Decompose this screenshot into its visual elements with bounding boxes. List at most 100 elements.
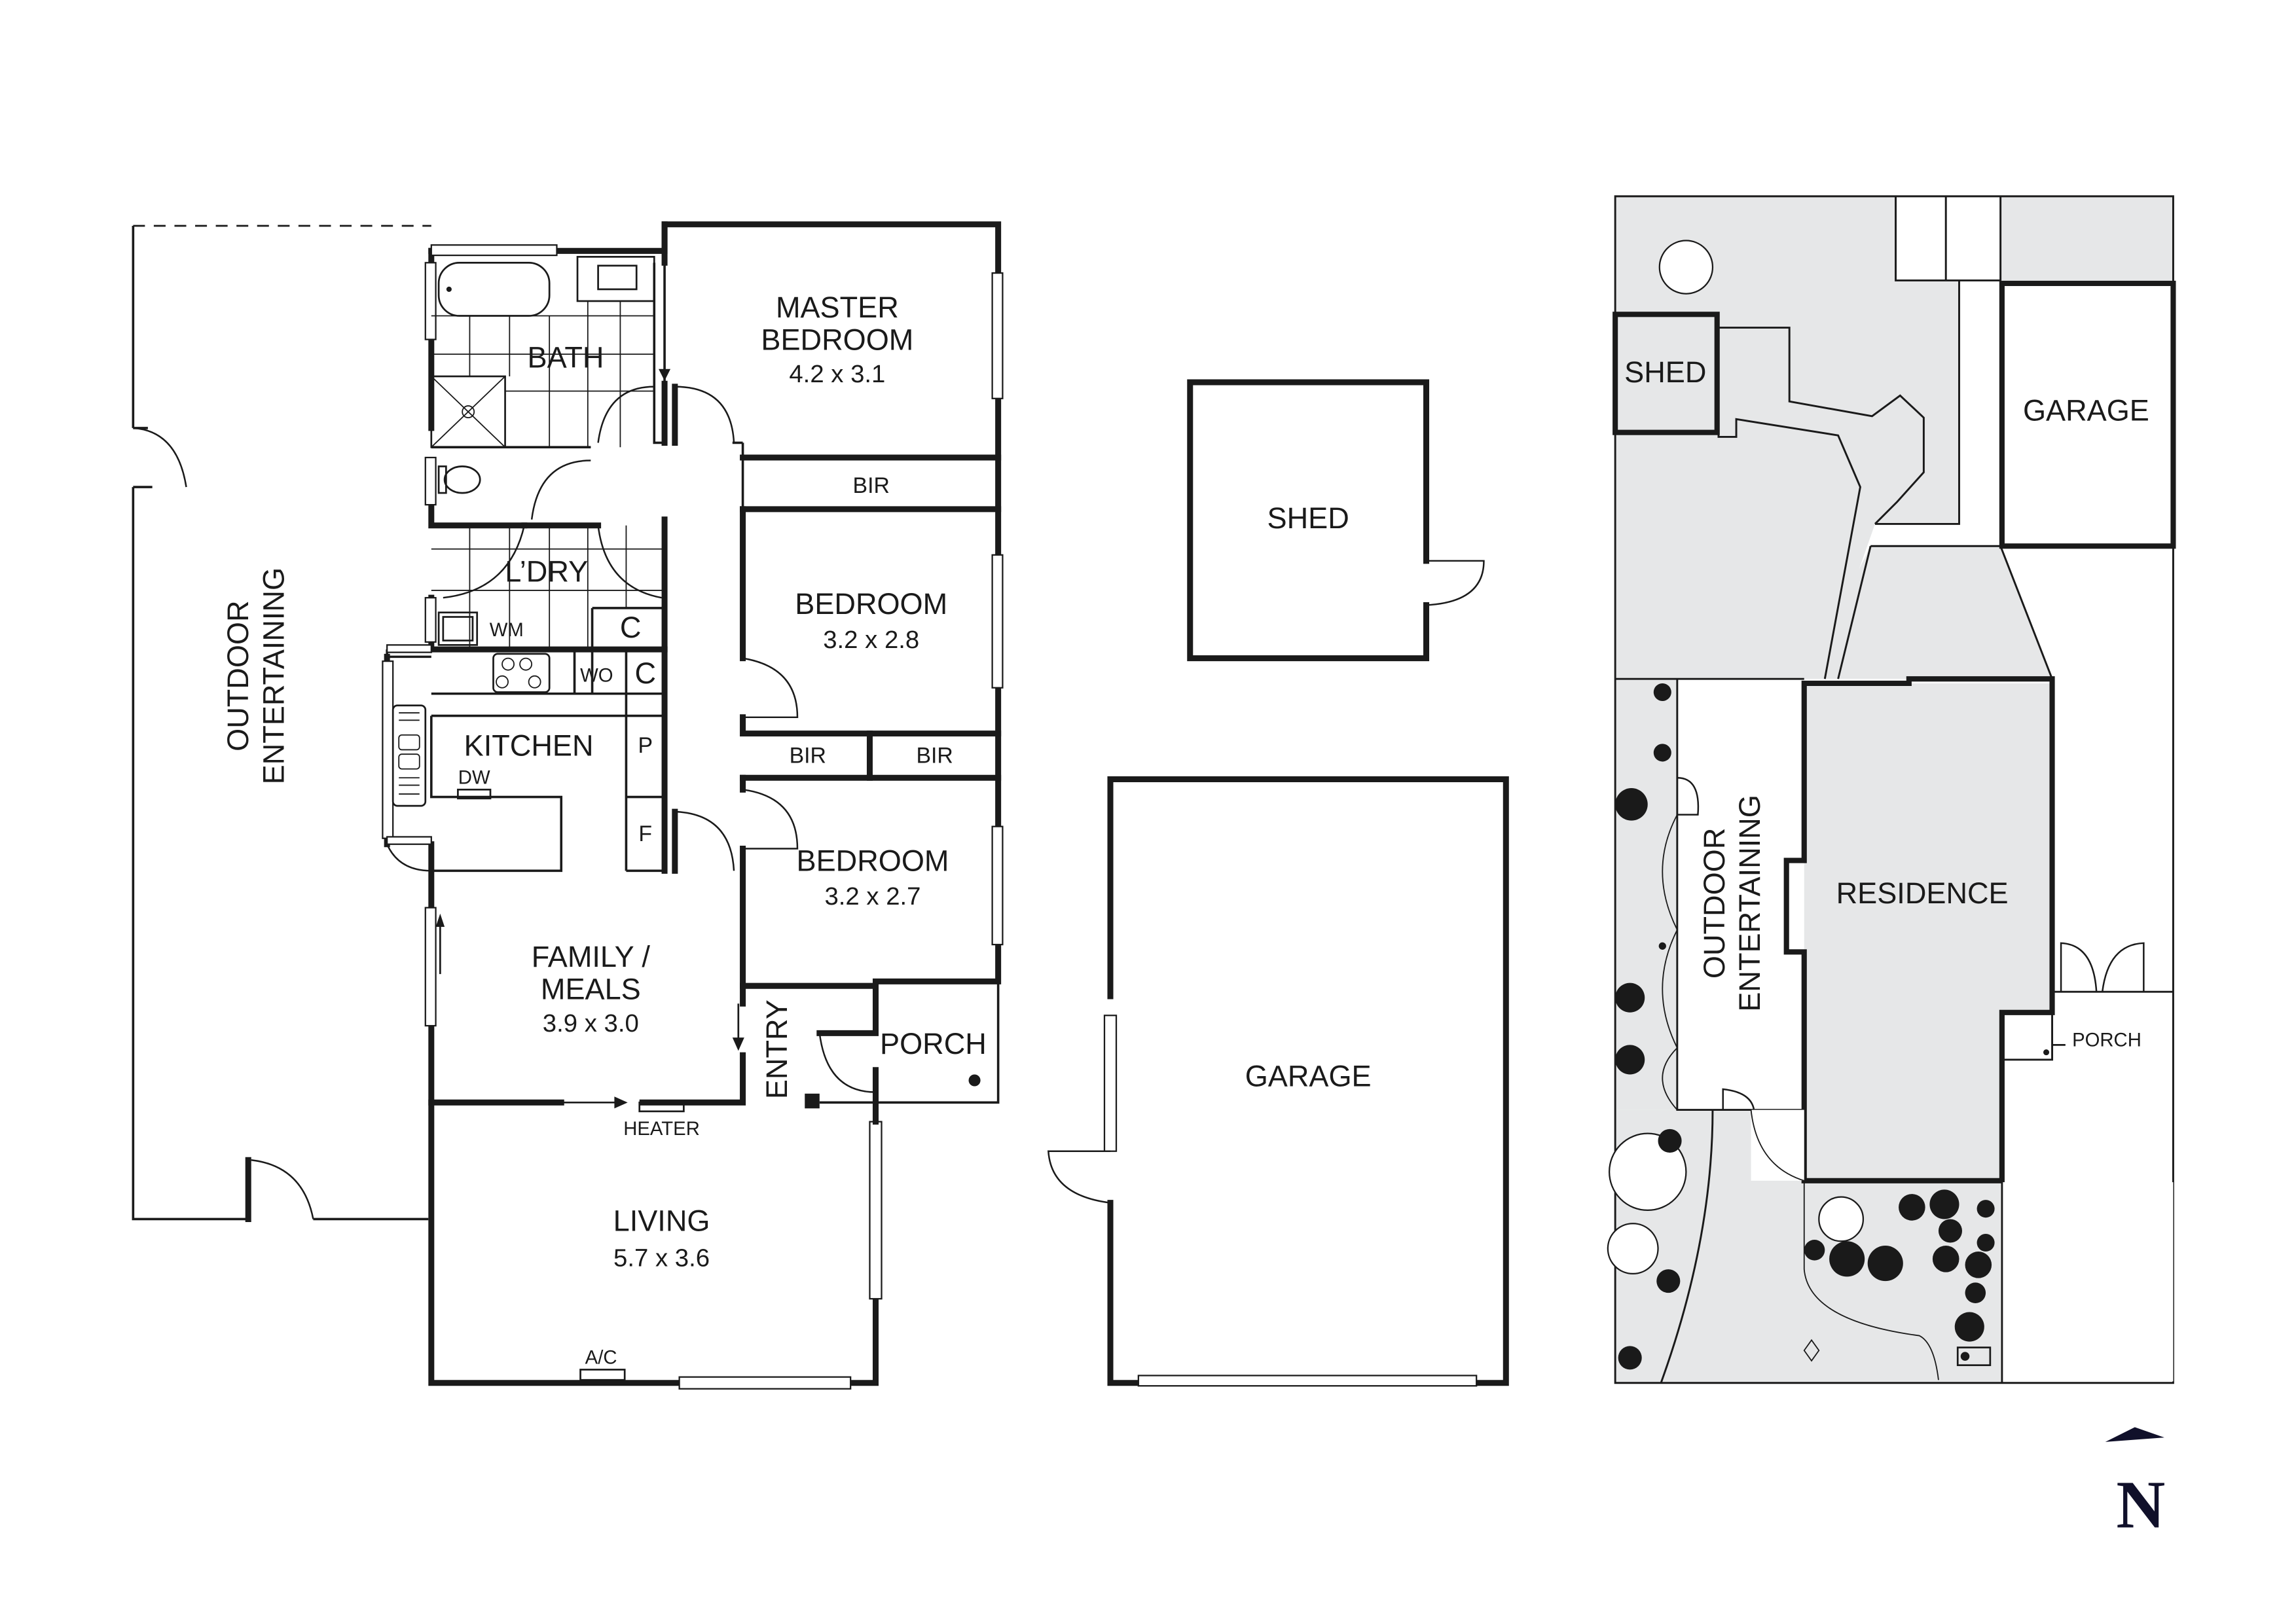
bedroom-3-label: BEDROOM [797, 844, 949, 877]
window-wc [424, 456, 437, 506]
site-shed-label: SHED [1624, 355, 1706, 389]
shrub-icon [1932, 1246, 1959, 1272]
master-bedroom: MASTER BEDROOM 4.2 x 3.1 BIR [761, 291, 913, 498]
heater-label: HEATER [623, 1118, 700, 1140]
bath-fixtures: BATH [430, 255, 735, 650]
kitchen-sink [392, 704, 427, 807]
site-residence-label: RESIDENCE [1836, 876, 2009, 910]
bath-label: BATH [528, 340, 604, 374]
window-bedroom3 [991, 825, 1004, 946]
wm-label: WM [490, 619, 524, 641]
bedroom-3: BEDROOM 3.2 x 2.7 [742, 789, 949, 910]
outdoor-entertaining-label-2: ENTERTAINING [257, 568, 290, 784]
garage-plan: GARAGE [1047, 776, 1509, 1387]
shrub-icon [1653, 683, 1671, 702]
kitchen-label: KITCHEN [464, 729, 594, 762]
site-shed [1613, 312, 1720, 435]
master-bedroom-label-1: MASTER [776, 291, 899, 324]
fridge-label: F [638, 821, 652, 846]
shrub-icon [1829, 1241, 1865, 1277]
outdoor-entertaining-area: OUTDOOR ENTERTAINING [132, 225, 431, 1222]
toilet [443, 465, 481, 494]
ac-label: A/C [585, 1346, 617, 1368]
built-in-robes: BIR BIR [790, 744, 953, 768]
laundry-label: L’DRY [505, 554, 588, 588]
laundry-cupboard-label: C [620, 611, 642, 644]
window-kitchen-top [386, 644, 432, 653]
cooktop [492, 653, 551, 693]
tree-icon [1607, 1223, 1659, 1274]
site-outdoor-label-2: ENTERTAINING [1733, 795, 1766, 1011]
interior-walls [428, 221, 1002, 1125]
shrub-icon [1965, 1282, 1986, 1303]
site-plan: SHED GARAGE OUTDOOR ENTERTAINING RESIDEN… [1607, 195, 2176, 1384]
porch-light [968, 1074, 981, 1087]
shrub-icon [1938, 1219, 1963, 1243]
windows [382, 244, 1004, 1390]
window-kitchen [382, 660, 394, 839]
master-bir-label: BIR [853, 473, 890, 498]
kitchen: WO C KITCHEN DW P F [386, 653, 735, 872]
dishwasher [457, 788, 492, 800]
window-bath-west [424, 262, 437, 340]
window-family [424, 907, 437, 1027]
shrub-icon [1899, 1194, 1925, 1221]
shrub-icon [1653, 744, 1671, 762]
trees [1607, 240, 1995, 1370]
tree-icon [1818, 1196, 1865, 1242]
shrub-icon [1618, 1346, 1642, 1370]
shrub-icon [1977, 1233, 1995, 1252]
tree-icon [1658, 240, 1714, 295]
shrub-icon [1658, 1128, 1682, 1153]
family-dims: 3.9 x 3.0 [543, 1009, 639, 1037]
entry-label: ENTRY [760, 1000, 793, 1099]
garage-window [1103, 1015, 1118, 1152]
wall-oven-label: WO [580, 665, 613, 687]
north-arrow: N [2105, 1427, 2165, 1543]
site-outdoor-label-1: OUTDOOR [1698, 828, 1731, 979]
entry-porch: ENTRY PORCH [760, 1000, 987, 1099]
window-living-east [869, 1121, 883, 1300]
garage-roller-door [1137, 1375, 1478, 1387]
shrub-icon [1656, 1269, 1681, 1293]
washing-machine [437, 611, 479, 646]
bedroom-3-dims: 3.2 x 2.7 [824, 882, 920, 910]
north-label: N [2116, 1468, 2165, 1543]
shrub-icon [1615, 1045, 1645, 1075]
window-laundry [424, 597, 437, 643]
shrub-icon [1977, 1200, 1995, 1218]
vanity [576, 255, 655, 302]
tree-icon [1608, 1132, 1687, 1212]
master-bedroom-dims: 4.2 x 3.1 [789, 360, 885, 388]
porch-label: PORCH [880, 1027, 987, 1060]
window-bath-top [430, 244, 558, 257]
heater [638, 1101, 685, 1113]
bir-left-label: BIR [790, 744, 826, 768]
family-label-1: FAMILY / [532, 940, 651, 973]
bedroom-2-label: BEDROOM [795, 587, 947, 621]
laundry: L’DRY WM C [437, 554, 642, 646]
family-meals: FAMILY / MEALS 3.9 x 3.0 HEATER [435, 913, 744, 1140]
outbuildings: SHED GARAGE [1047, 379, 1509, 1387]
shrub-icon [1804, 1240, 1825, 1261]
air-conditioner [579, 1369, 626, 1381]
kitchen-cupboard-label: C [634, 657, 656, 690]
shrub-icon [1954, 1312, 1984, 1342]
bedroom-2-dims: 3.2 x 2.8 [823, 626, 919, 654]
bedroom-2: BEDROOM 3.2 x 2.8 [742, 587, 947, 719]
shrub-icon [1929, 1189, 1959, 1219]
window-bedroom2 [991, 554, 1004, 689]
living: LIVING 5.7 x 3.6 A/C [579, 1204, 710, 1381]
shrub-icon [1867, 1246, 1903, 1282]
dishwasher-label: DW [458, 766, 490, 788]
floor-plan: OUTDOOR ENTERTAINING [132, 221, 1004, 1390]
site-garage-label: GARAGE [2023, 394, 2149, 427]
shrub-icon [1658, 942, 1666, 950]
shrub-icon [1965, 1252, 1992, 1278]
site-porch-label: PORCH [2072, 1030, 2141, 1051]
bir-right-label: BIR [916, 744, 953, 768]
window-kitchen-bottom [386, 836, 432, 845]
site-garage [1999, 280, 2176, 549]
shed-plan: SHED [1187, 379, 1485, 662]
